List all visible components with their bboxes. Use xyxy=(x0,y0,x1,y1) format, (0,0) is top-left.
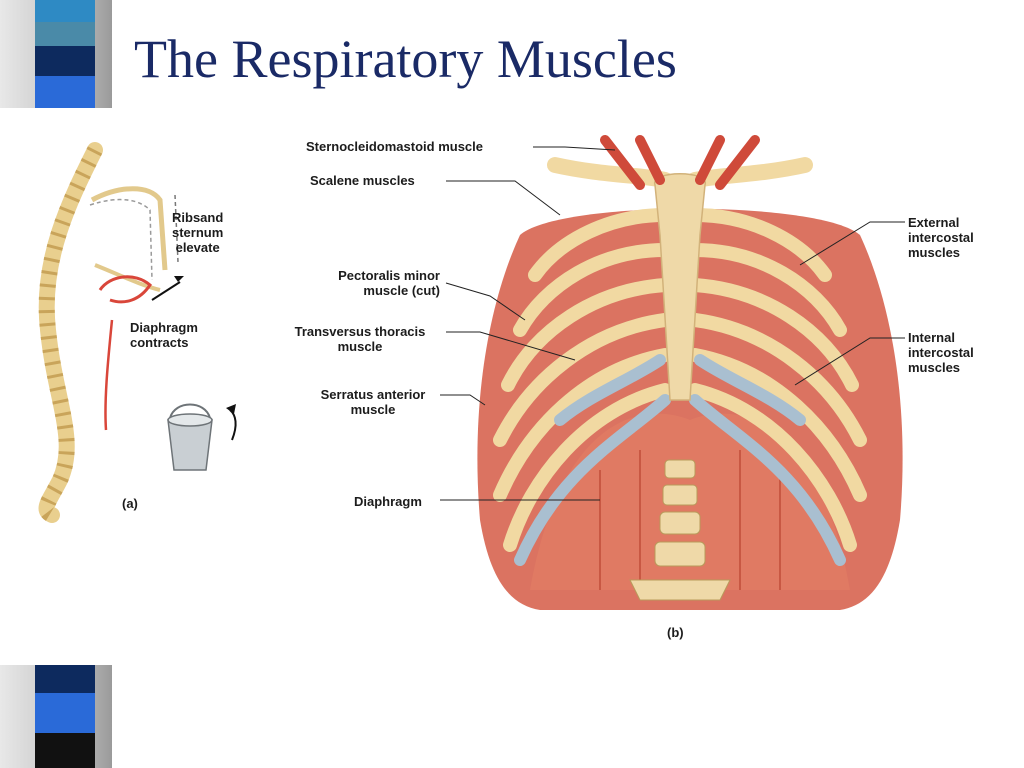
spine-illustration xyxy=(38,142,103,523)
caption-panel-b: (b) xyxy=(667,625,684,640)
ribcage-front xyxy=(477,135,903,610)
leader-lines xyxy=(440,146,905,501)
label-external-intercostal: External intercostal muscles xyxy=(908,215,974,260)
caption-panel-a: (a) xyxy=(122,496,138,511)
label-internal-intercostal: Internal intercostal muscles xyxy=(908,330,974,375)
label-sternocleidomastoid: Sternocleidomastoid muscle xyxy=(306,139,483,154)
diaphragm-side xyxy=(98,275,184,431)
label-diaphragm: Diaphragm xyxy=(354,494,422,509)
label-diaphragm-contracts: Diaphragm contracts xyxy=(130,320,198,350)
label-serratus-anterior: Serratus anterior muscle xyxy=(320,387,426,417)
label-pectoralis-minor: Pectoralis minor muscle (cut) xyxy=(338,268,440,298)
slide-title: The Respiratory Muscles xyxy=(134,29,677,89)
bucket-icon xyxy=(167,403,237,471)
decor-bar-bottom xyxy=(0,665,112,768)
ribcage-side xyxy=(89,186,179,292)
label-scalene: Scalene muscles xyxy=(310,173,415,188)
label-ribs-sternum-elevate: Ribsand sternum elevate xyxy=(172,210,224,255)
decor-bar-top xyxy=(0,0,112,108)
label-transversus-thoracis: Transversus thoracis muscle xyxy=(294,324,426,354)
